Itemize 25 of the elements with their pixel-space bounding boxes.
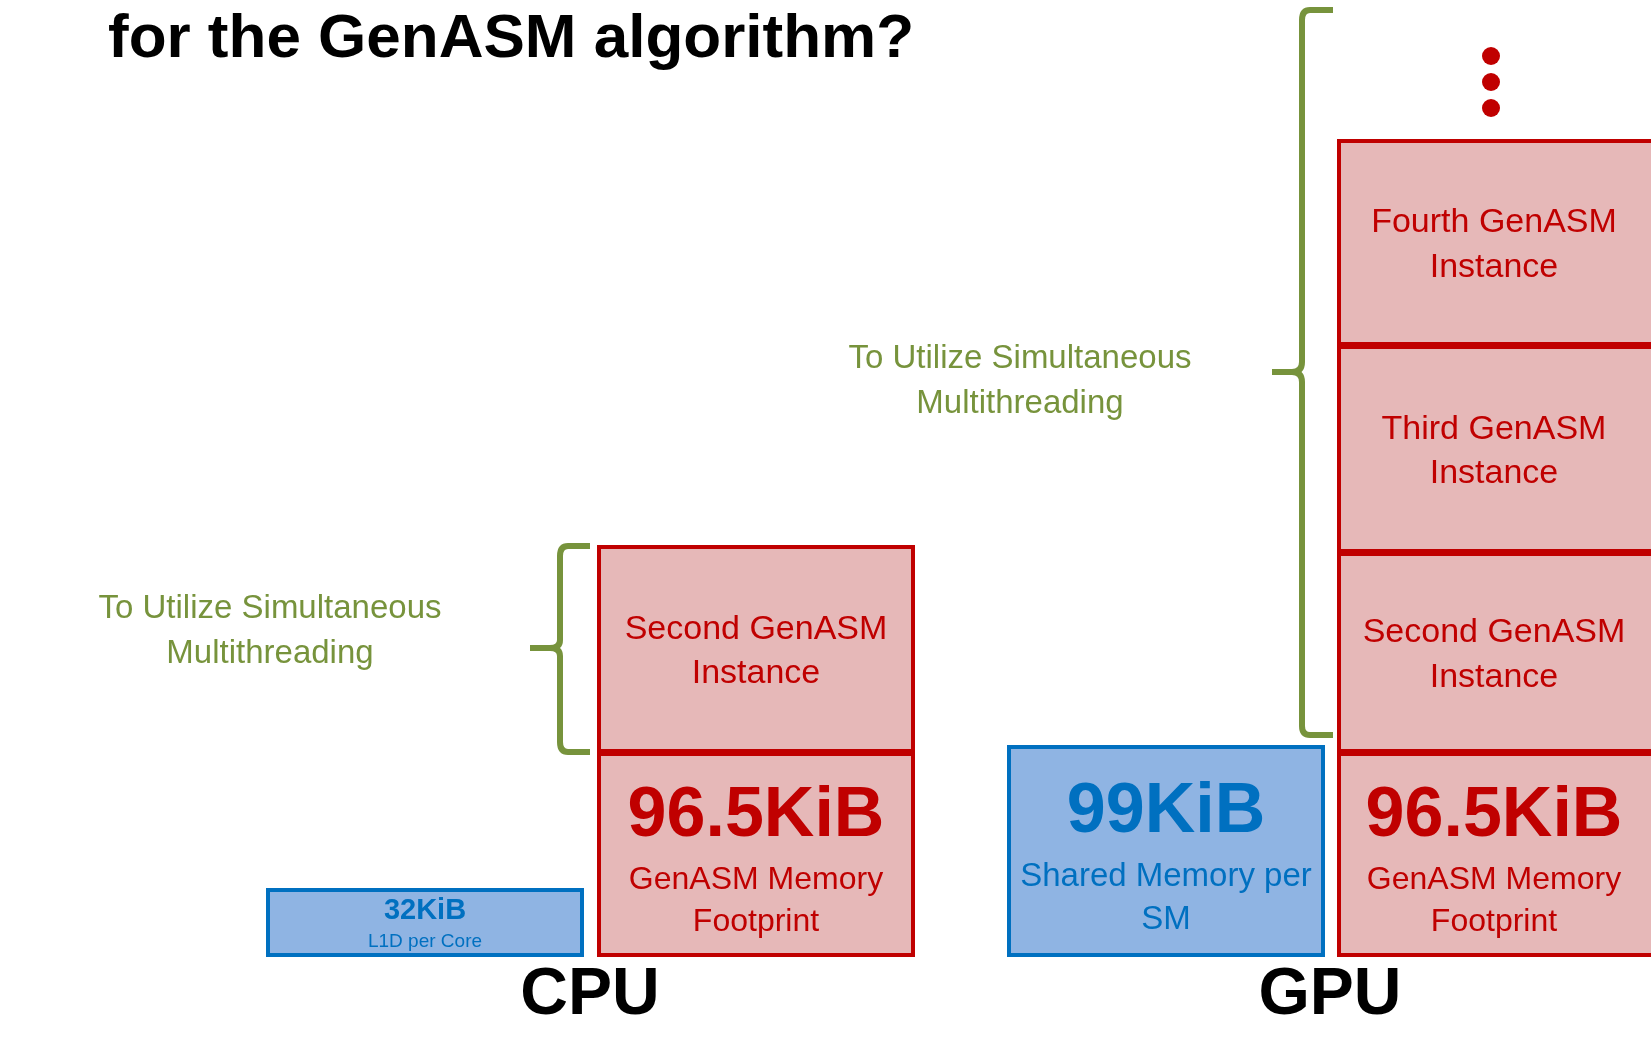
slide-title: for the GenASM algorithm? — [108, 0, 914, 71]
platform-label: GPU — [1257, 955, 1403, 1028]
brace-label: To Utilize Simultaneous Multithreading — [97, 587, 443, 672]
block-label: Fourth GenASM Instance — [1370, 200, 1618, 286]
block-label: L1D per Core — [367, 929, 483, 953]
block-label: Third GenASM Instance — [1380, 406, 1608, 492]
memory-block — [1337, 139, 1651, 346]
platform-label: CPU — [519, 955, 661, 1028]
block-label: GenASM Memory Footprint — [1365, 859, 1623, 940]
memory-block — [1337, 345, 1651, 553]
size-value: 96.5KiB — [1365, 772, 1623, 854]
size-value: 32KiB — [383, 892, 467, 928]
memory-block — [597, 545, 915, 753]
block-label: GenASM Memory Footprint — [627, 859, 885, 940]
cache-block — [266, 888, 584, 957]
brace-label: To Utilize Simultaneous Multithreading — [847, 337, 1193, 422]
memory-block — [1337, 552, 1651, 753]
memory-block — [597, 752, 915, 957]
block-label: Shared Memory per SM — [1019, 854, 1313, 938]
cache-block — [1007, 745, 1325, 957]
size-value: 99KiB — [1066, 767, 1266, 849]
size-value: 96.5KiB — [627, 772, 885, 854]
block-label: Second GenASM Instance — [1361, 610, 1627, 696]
block-label: Second GenASM Instance — [623, 606, 889, 692]
memory-block — [1337, 752, 1651, 957]
